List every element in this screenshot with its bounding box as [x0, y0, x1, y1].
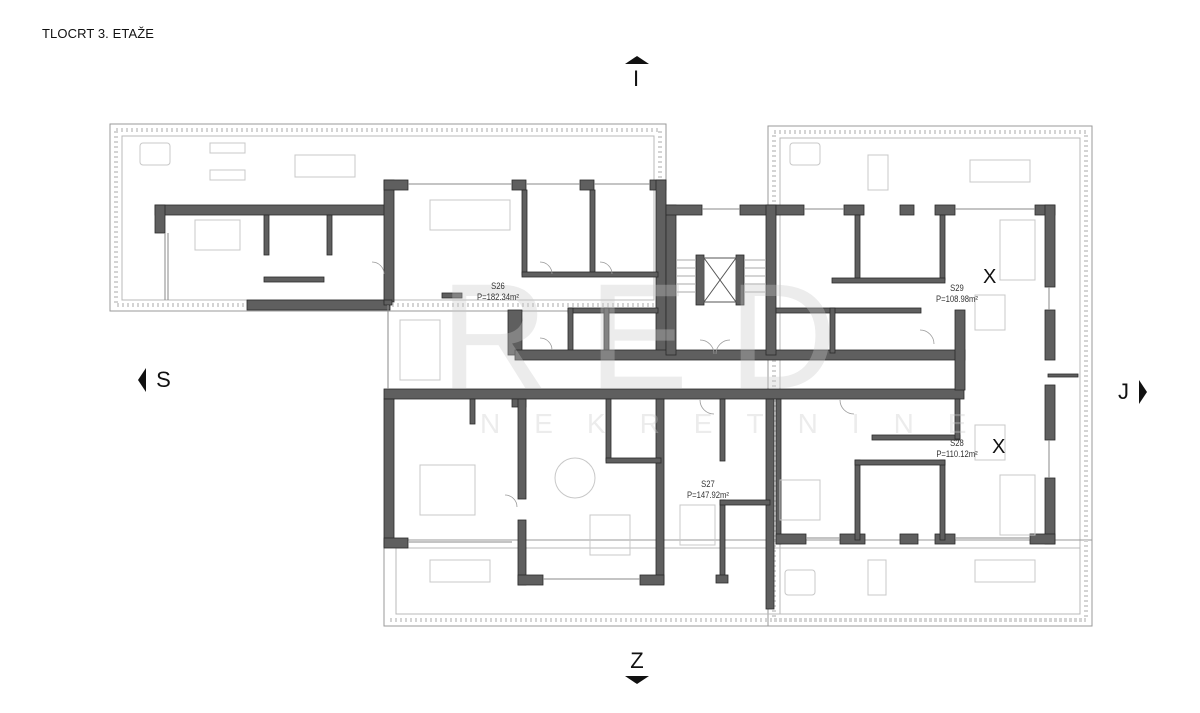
unit-id: S29: [950, 283, 964, 293]
unit-area: P=147.92m²: [687, 490, 729, 500]
page-title: TLOCRT 3. ETAŽE: [42, 26, 155, 41]
unit-s29-marker: X: [983, 266, 997, 288]
unit-label-s29: S29 P=108.98m²: [923, 283, 991, 305]
west-arrow-icon: [138, 368, 146, 393]
compass-north: [622, 52, 652, 98]
east-arrow-icon: [1139, 380, 1148, 405]
unit-area: P=110.12m²: [936, 449, 978, 459]
doors: [371, 261, 935, 508]
compass-south: Z: [622, 648, 652, 686]
compass-north-label: I: [633, 66, 640, 91]
compass-south-label: Z: [630, 648, 644, 673]
unit-label-s28: S28 P=110.12m²: [923, 438, 991, 460]
compass-east-label: J: [1118, 379, 1129, 405]
unit-area: P=182.34m²: [477, 292, 519, 302]
unit-id: S28: [950, 438, 964, 448]
unit-label-s27: S27 P=147.92m²: [674, 479, 742, 501]
furniture: [139, 142, 1036, 596]
terrace-borders: [109, 123, 1093, 627]
compass-east: J: [1118, 378, 1148, 405]
north-arrow-icon: [625, 56, 649, 64]
walls: [154, 179, 1079, 610]
unit-label-s26: S26 P=182.34m²: [464, 281, 532, 303]
compass-west: S: [138, 366, 171, 393]
unit-id: S27: [701, 479, 715, 489]
compass-west-label: S: [156, 367, 171, 393]
unit-s28-marker: X: [992, 436, 1006, 458]
unit-id: S26: [491, 281, 505, 291]
hedge-texture: [114, 128, 1088, 622]
south-arrow-icon: [625, 676, 649, 684]
unit-area: P=108.98m²: [936, 294, 978, 304]
windows: [164, 183, 1050, 580]
